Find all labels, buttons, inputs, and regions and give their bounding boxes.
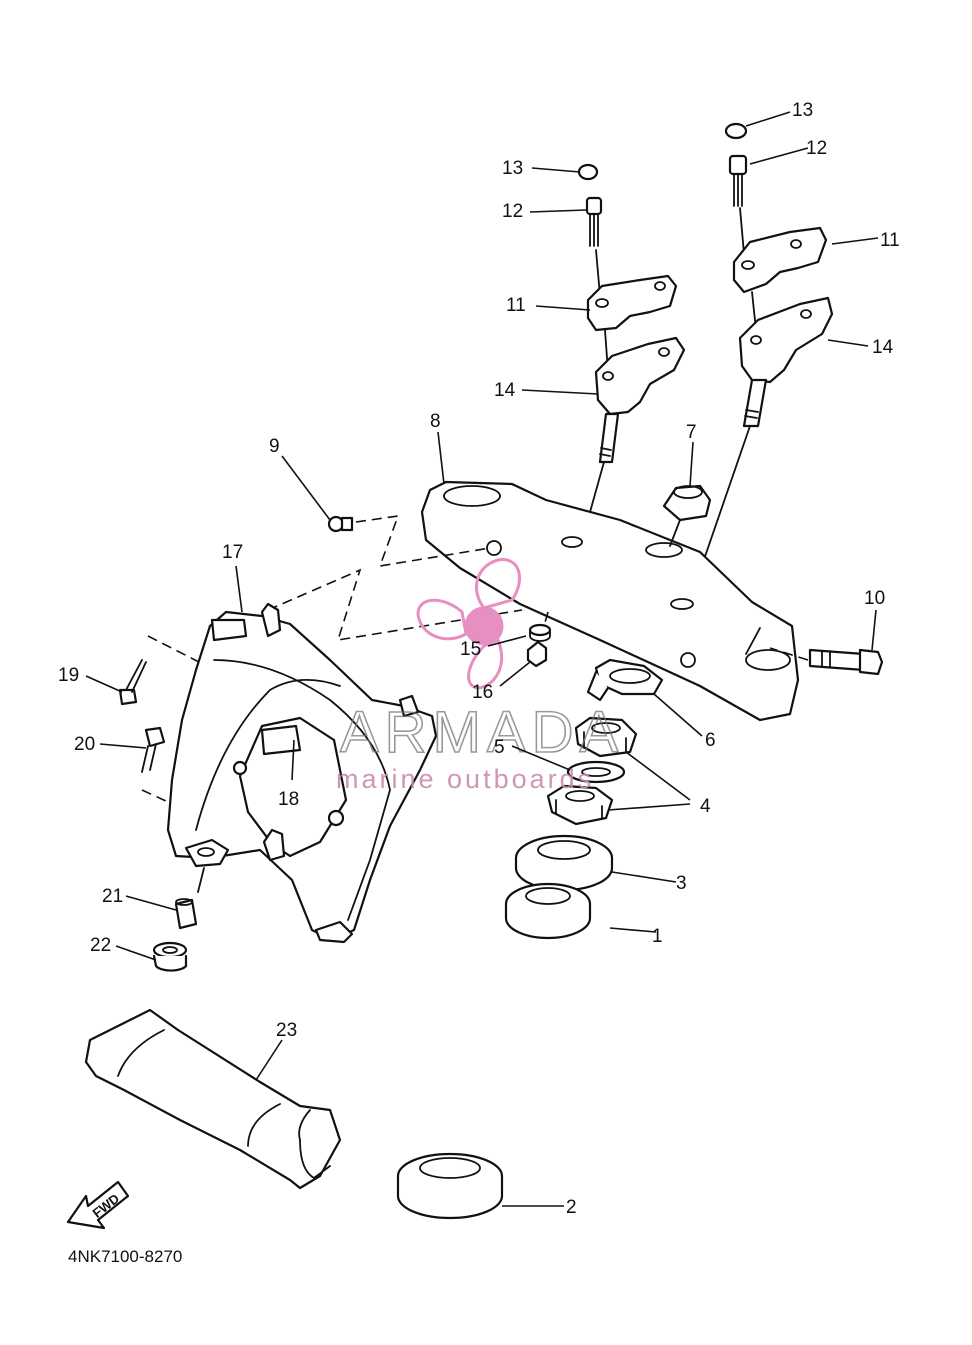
callout-23: 23 [276,1020,297,1041]
callout-14-left: 14 [494,380,516,401]
nut-16 [526,640,548,668]
bearing-1 [504,882,592,940]
callout-22: 22 [90,935,111,956]
bolt-12-left [585,196,603,247]
callout-17: 17 [222,542,243,563]
bolt-20 [141,726,166,773]
part-code: 4NK7100-8270 [68,1247,182,1266]
callout-13-left: 13 [502,158,523,179]
callout-13-right: 13 [792,100,813,121]
bearing-cover-3 [514,834,614,892]
washer-6 [586,658,664,702]
watermark-tagline: marine outboards [336,764,594,794]
watermark: ARMADA marine outboards [336,558,624,794]
dash-17-to-bracket [267,568,523,641]
callout-7: 7 [686,422,697,443]
cap-13-right [724,122,748,140]
callout-20: 20 [74,734,95,755]
callout-6: 6 [705,730,716,751]
callout-11-left: 11 [506,295,526,316]
callout-18: 18 [278,789,299,810]
cover-17 [166,602,438,944]
upper-holder-11-right [732,226,828,294]
bearing-2 [396,1152,504,1220]
left-handlebar-holder-group [577,163,686,549]
callout-9: 9 [269,436,280,457]
callouts: 1 2 3 4 5 6 7 8 9 10 11 11 12 12 13 13 1… [58,100,900,1218]
lower-holder-14-left [594,336,686,416]
ring-nut-4-lower [546,784,614,826]
dash-9-to-bracket [355,515,491,568]
callout-21: 21 [102,886,123,907]
bolt-9 [327,515,354,533]
callout-16: 16 [472,682,493,703]
callout-10: 10 [864,588,885,609]
lock-washer-5 [566,760,626,784]
callout-19: 19 [58,665,79,686]
lower-holder-14-right [738,296,834,384]
forward-arrow-icon: FWD [66,1180,130,1230]
collar-15 [528,623,552,642]
grommet-22 [152,941,188,972]
cap-nut-7 [662,484,712,547]
callout-15: 15 [460,639,481,660]
callout-1: 1 [652,926,663,947]
propeller-logo-icon [416,558,521,690]
callout-5: 5 [494,737,505,758]
collar-21 [174,898,198,930]
upper-holder-11-left [586,274,678,332]
bolt-10 [769,647,884,676]
callout-2: 2 [566,1197,577,1218]
right-handlebar-holder-group [689,122,834,601]
upper-bracket-8 [420,480,800,722]
bolt-12-right [728,154,748,207]
dash-19 [147,635,247,709]
bolt-19 [118,659,147,706]
callout-12-left: 12 [502,201,523,222]
callout-4: 4 [700,796,711,817]
watermark-brand: ARMADA [340,700,624,765]
callout-3: 3 [676,873,687,894]
cover-23 [84,1008,342,1190]
callout-14-right: 14 [872,337,894,358]
cap-13-left [577,163,599,181]
callout-11-right: 11 [880,230,900,251]
callout-12-right: 12 [806,138,827,159]
ring-nut-4-upper [574,716,638,758]
leader-lines [85,111,879,1207]
callout-8: 8 [430,411,441,432]
